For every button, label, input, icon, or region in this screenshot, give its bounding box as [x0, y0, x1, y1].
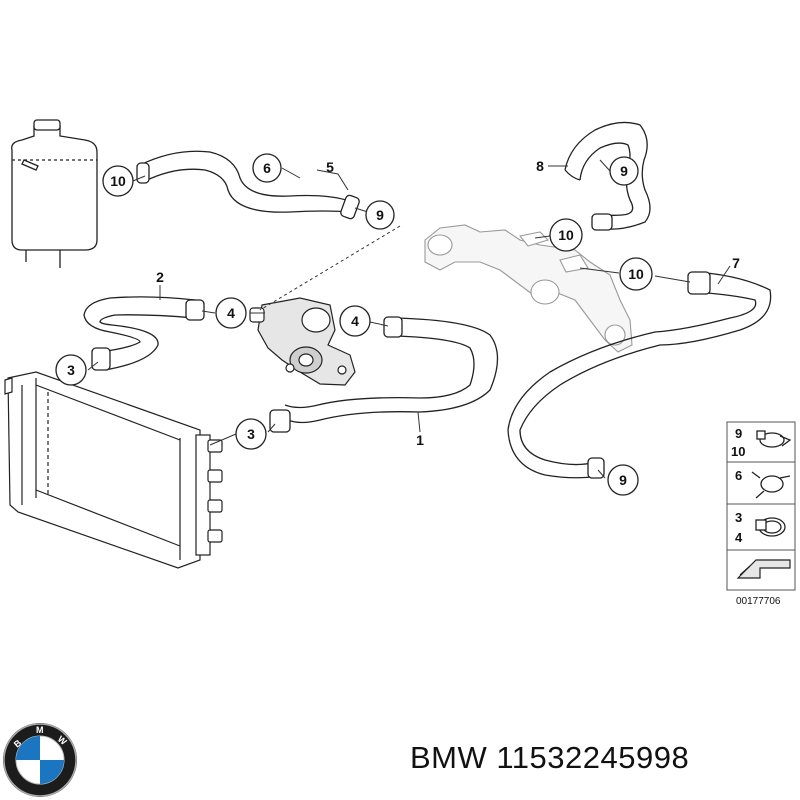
hose-5	[136, 150, 360, 220]
svg-text:10: 10	[558, 227, 574, 243]
water-pump	[249, 297, 356, 386]
callout-9-right-top: 9	[609, 156, 639, 186]
legend-6: 6	[735, 468, 742, 483]
svg-text:3: 3	[67, 362, 75, 378]
diagram-code: 00177706	[736, 596, 781, 607]
part-number-title: BMW 11532245998	[410, 740, 690, 775]
legend-9: 9	[735, 426, 742, 441]
label-1: 1	[416, 432, 424, 448]
engine-manifold	[424, 224, 633, 353]
label-7: 7	[732, 255, 740, 271]
hose-clamp-spring-icon	[751, 471, 791, 499]
legend-4: 4	[735, 530, 743, 545]
callout-4-left: 4	[215, 297, 247, 329]
bmw-logo: B M W	[3, 723, 77, 797]
hose-1	[269, 316, 499, 433]
label-8: 8	[536, 158, 544, 174]
callout-9-top: 9	[365, 200, 395, 230]
clamp-legend: 9 10 6 3 4 00177706	[726, 421, 796, 607]
callout-10-mid: 10	[549, 218, 583, 252]
expansion-tank	[11, 119, 98, 268]
callout-3-left: 3	[55, 354, 87, 386]
svg-text:4: 4	[227, 305, 235, 321]
callout-6: 6	[252, 153, 282, 183]
svg-text:4: 4	[351, 313, 359, 329]
callout-9-bottom: 9	[607, 464, 639, 496]
svg-text:9: 9	[620, 163, 628, 179]
label-2: 2	[156, 269, 164, 285]
hose-clamp-worm-icon	[755, 517, 786, 537]
callout-3-bottom: 3	[235, 418, 267, 450]
part-labels: 5 8 2 7 1	[156, 158, 740, 448]
leader-lines	[87, 159, 731, 479]
svg-text:9: 9	[619, 472, 627, 488]
svg-text:6: 6	[263, 160, 271, 176]
callout-10-right: 10	[619, 257, 653, 291]
callout-10-top: 10	[102, 165, 134, 197]
arrow-icon	[736, 559, 791, 579]
svg-text:3: 3	[247, 426, 255, 442]
svg-text:B: B	[12, 737, 24, 749]
callouts: 10 6 9 9 10 10 4 4	[55, 153, 653, 496]
legend-10: 10	[731, 444, 745, 459]
hose-2	[83, 296, 205, 371]
legend-3: 3	[735, 510, 742, 525]
label-5: 5	[326, 159, 334, 175]
svg-text:10: 10	[110, 173, 126, 189]
hose-clamp-small-icon	[756, 430, 792, 448]
svg-text:M: M	[36, 725, 44, 735]
radiator	[4, 371, 223, 569]
callout-4-right: 4	[339, 305, 371, 337]
svg-text:10: 10	[628, 266, 644, 282]
svg-text:9: 9	[376, 207, 384, 223]
